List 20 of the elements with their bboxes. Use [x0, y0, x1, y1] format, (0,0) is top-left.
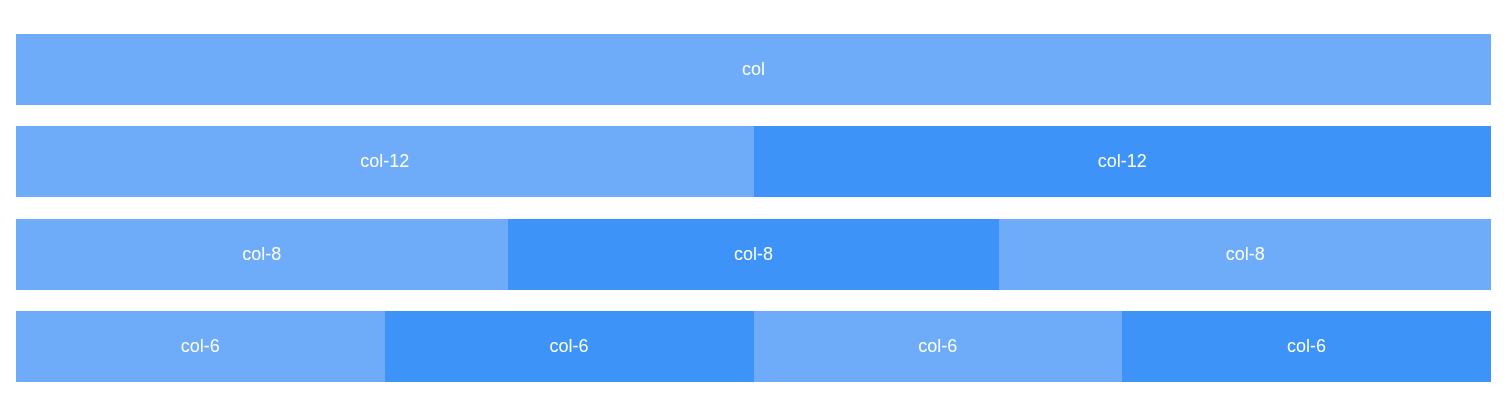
column-label: col-12 — [360, 151, 410, 172]
column-block — [753, 126, 1491, 197]
column-label: col-8 — [242, 244, 282, 265]
column-block — [16, 219, 508, 290]
column-label: col-6 — [549, 336, 589, 357]
column-block — [753, 311, 1123, 382]
column-block — [999, 219, 1491, 290]
column-label: col-6 — [180, 336, 220, 357]
column-label: col — [742, 59, 765, 80]
column-block — [507, 219, 1000, 290]
column-block — [16, 311, 385, 382]
column-block — [16, 34, 1491, 105]
column-block — [384, 311, 754, 382]
column-label: col-12 — [1097, 151, 1147, 172]
column-block — [16, 126, 754, 197]
column-label: col-6 — [918, 336, 958, 357]
column-label: col-6 — [1287, 336, 1327, 357]
column-label: col-8 — [733, 244, 773, 265]
column-label: col-8 — [1225, 244, 1265, 265]
column-block — [1122, 311, 1491, 382]
